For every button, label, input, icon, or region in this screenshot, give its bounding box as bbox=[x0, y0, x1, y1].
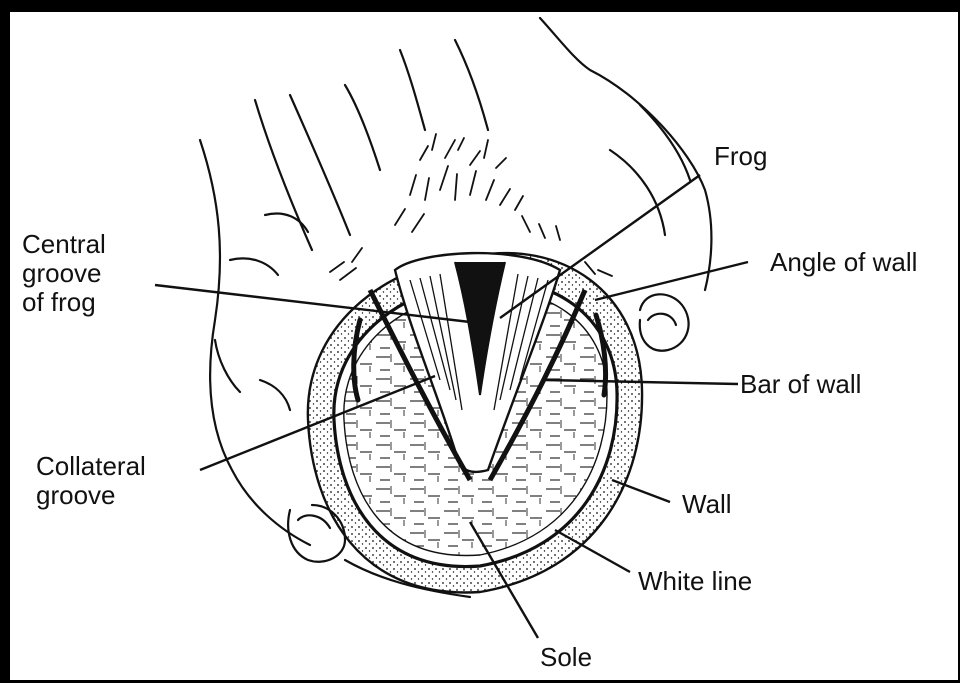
label-white-line: White line bbox=[638, 567, 752, 596]
label-central-groove: Central groove of frog bbox=[22, 230, 106, 317]
hoof-illustration bbox=[10, 12, 958, 680]
label-wall: Wall bbox=[682, 490, 732, 519]
label-angle-of-wall: Angle of wall bbox=[770, 248, 917, 277]
label-frog: Frog bbox=[714, 142, 767, 171]
label-collateral-groove: Collateral groove bbox=[36, 452, 146, 510]
label-bar-of-wall: Bar of wall bbox=[740, 370, 861, 399]
label-sole: Sole bbox=[540, 643, 592, 672]
diagram-panel bbox=[10, 12, 958, 680]
